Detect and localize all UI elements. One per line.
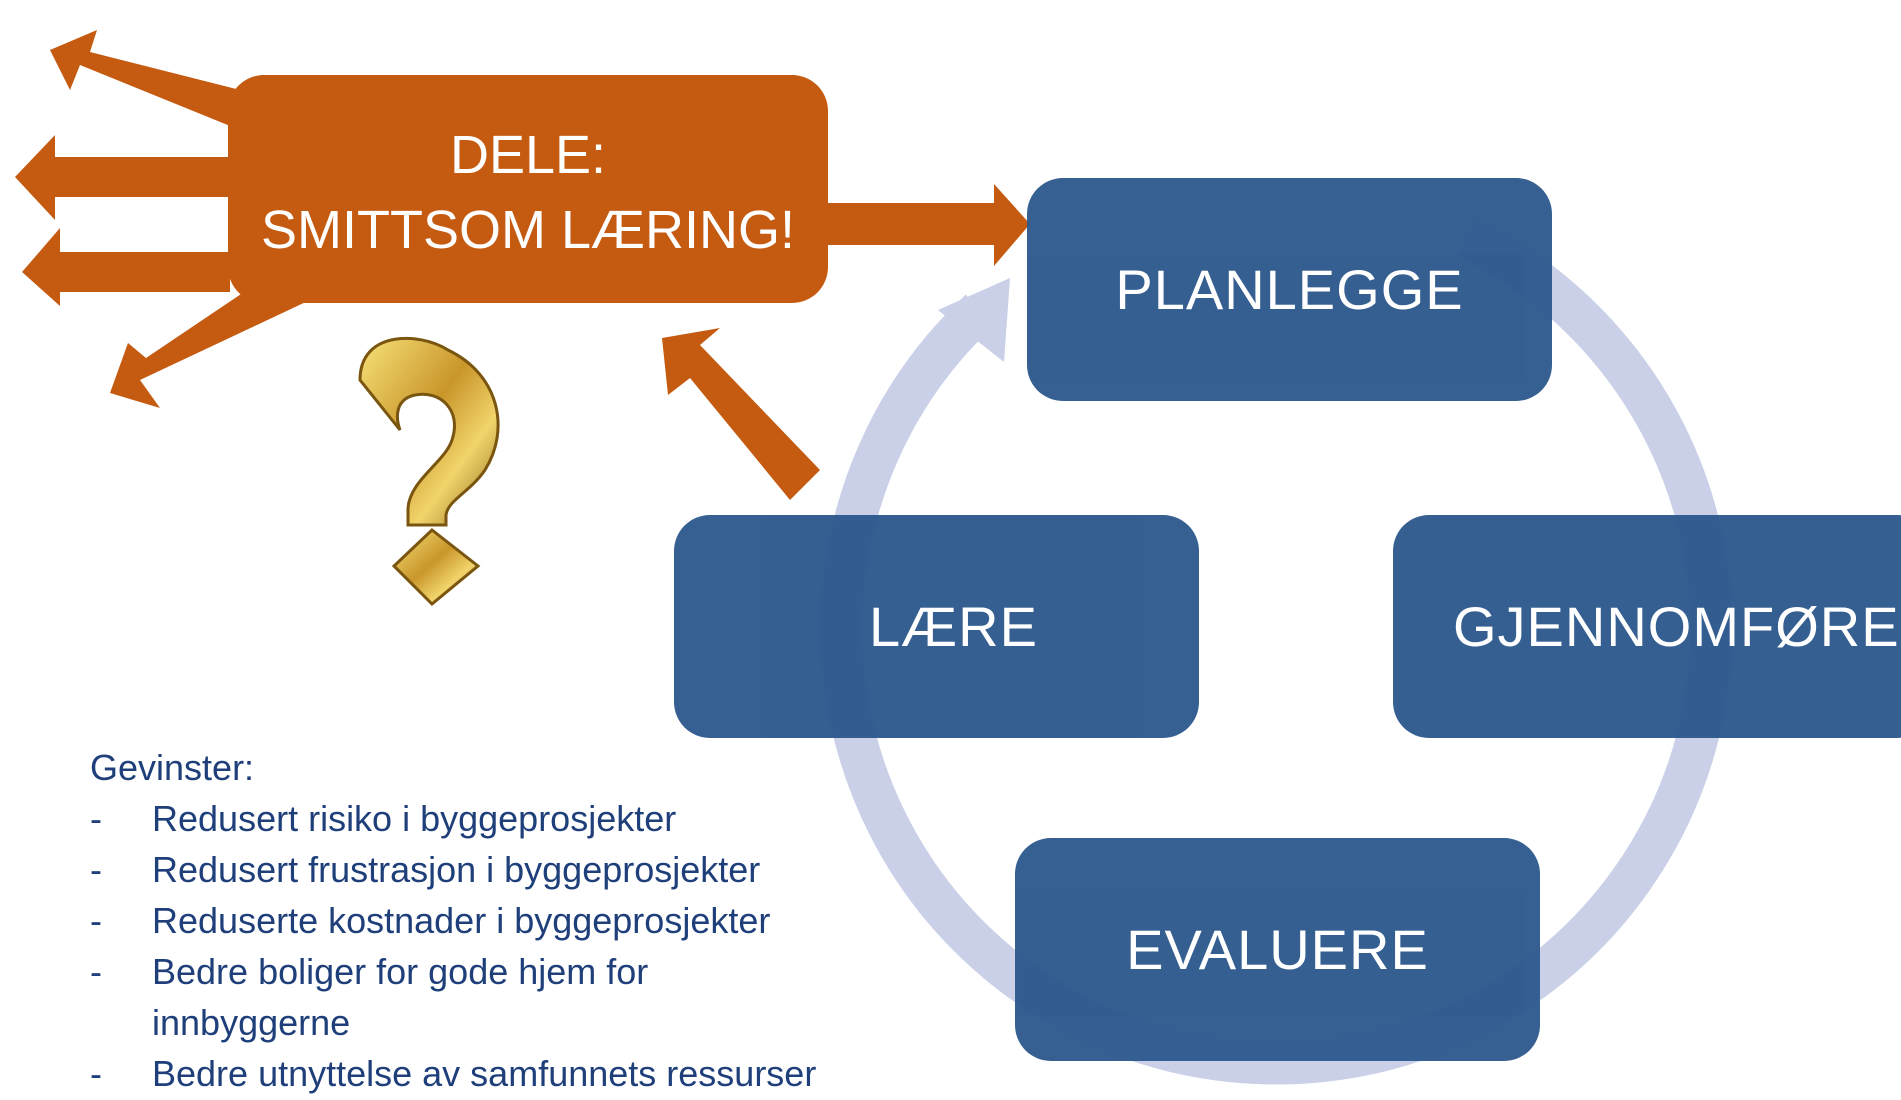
- benefits-section: Gevinster: - Redusert risiko i byggeprosj…: [90, 742, 910, 1099]
- share-box: [228, 75, 828, 303]
- share-line-1: DELE:: [449, 125, 607, 185]
- bullet-dash: -: [90, 849, 102, 890]
- list-item: - Bedre utnyttelse av samfunnets ressurse…: [90, 1048, 910, 1099]
- benefit-text: Bedre boliger for gode hjem for innbygge…: [152, 951, 649, 1043]
- list-item: - Bedre boliger for gode hjem for innbygg…: [90, 946, 752, 1048]
- bullet-dash: -: [90, 1053, 102, 1094]
- stage-label: LÆRE: [869, 595, 1038, 658]
- benefit-text: Redusert risiko i byggeprosjekter: [152, 798, 677, 839]
- bullet-dash: -: [90, 900, 102, 941]
- question-mark-icon: [358, 336, 500, 607]
- stage-planlegge: PLANLEGGE: [1027, 178, 1552, 401]
- outgoing-arrow-icon: [50, 30, 260, 130]
- outgoing-arrow-icon: [820, 184, 1030, 266]
- share-label: DELE: SMITTSOM LÆRING!: [228, 118, 828, 268]
- benefit-text: Bedre utnyttelse av samfunnets ressurser: [152, 1053, 817, 1094]
- benefits-heading: Gevinster:: [90, 747, 255, 788]
- share-line-2: SMITTSOM LÆRING!: [260, 200, 795, 260]
- cycle-arrow-icon: [938, 278, 1010, 362]
- bullet-dash: -: [90, 798, 102, 839]
- list-item: - Redusert frustrasjon i byggeprosjekter: [90, 844, 910, 895]
- outgoing-arrow-icon: [110, 288, 310, 408]
- bullet-dash: -: [90, 951, 102, 992]
- benefit-text: Reduserte kostnader i byggeprosjekter: [152, 900, 771, 941]
- outgoing-arrow-icon: [662, 328, 820, 500]
- benefit-text: Redusert frustrasjon i byggeprosjekter: [152, 849, 761, 890]
- stage-gjennomfore: GJENNOMFØRE: [1393, 515, 1901, 738]
- stage-label: GJENNOMFØRE: [1453, 595, 1900, 658]
- stage-label: EVALUERE: [1126, 918, 1429, 981]
- benefits-list: - Redusert risiko i byggeprosjekter - Redu…: [90, 793, 910, 1099]
- share-block: [15, 30, 1030, 500]
- stage-evaluere: EVALUERE: [1015, 838, 1540, 1061]
- list-item: - Redusert risiko i byggeprosjekter: [90, 793, 910, 844]
- stage-label: PLANLEGGE: [1115, 258, 1464, 321]
- list-item: - Reduserte kostnader i byggeprosjekter: [90, 895, 910, 946]
- outgoing-arrow-icon: [22, 228, 230, 306]
- stage-laere: LÆRE: [674, 515, 1199, 738]
- outgoing-arrow-icon: [15, 135, 230, 220]
